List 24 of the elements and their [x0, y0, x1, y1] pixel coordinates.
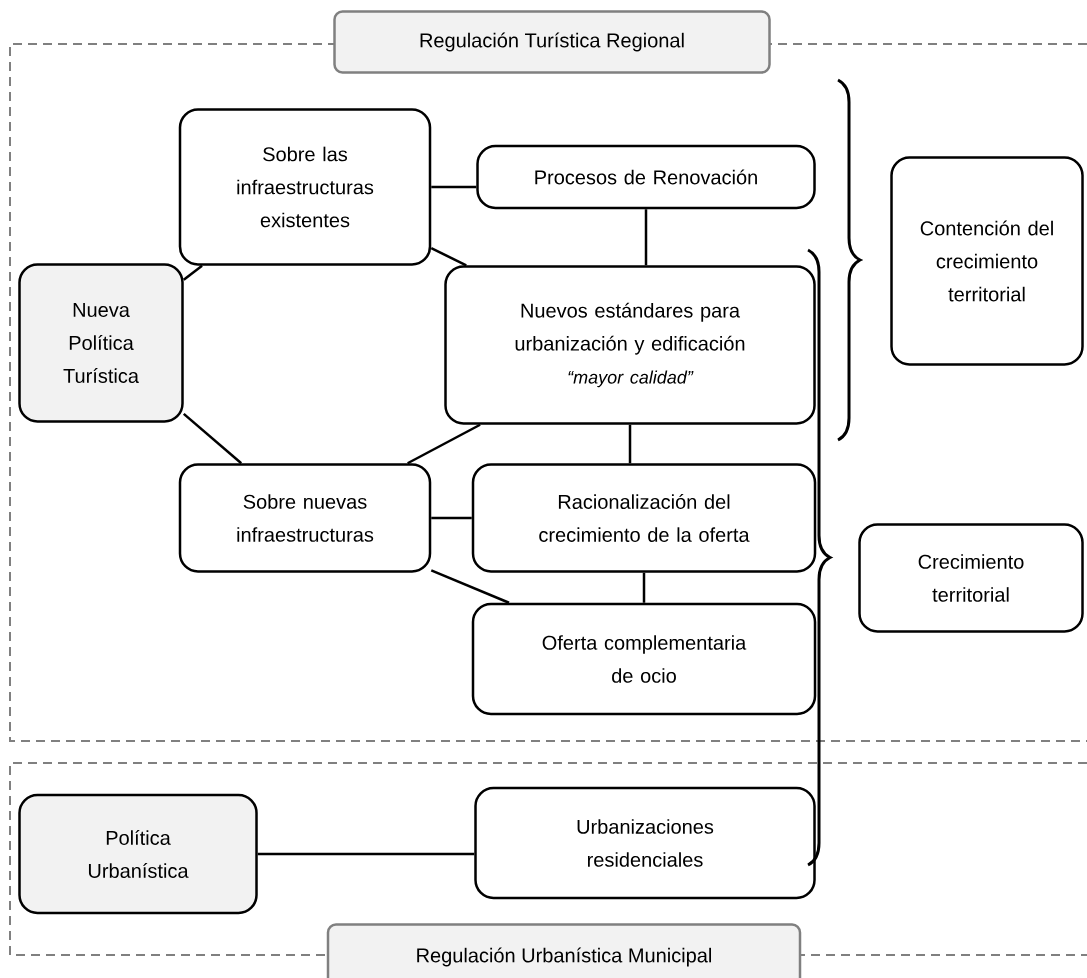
text-box: Crecimiento territorial	[858, 523, 1084, 633]
text-box: Procesos de Renovación	[476, 144, 816, 210]
connector-line	[628, 424, 632, 464]
text-box: Contención del crecimiento territorial	[890, 156, 1084, 366]
connector-line	[257, 852, 475, 856]
connector-line	[644, 209, 648, 266]
connector-line	[642, 572, 646, 603]
text-box: Nuevos estándares para urbanización y edificación “mayor calidad”	[444, 265, 816, 425]
connector-line	[430, 247, 467, 267]
connector-line	[430, 569, 510, 604]
text-box: Sobre las infraestructuras existentes	[178, 108, 432, 266]
text-box: Urbanizaciones residenciales	[474, 786, 816, 900]
text-box: Política Urbanística	[18, 793, 258, 915]
connector-line	[183, 264, 203, 281]
text-box: Nueva Política Turística	[18, 263, 184, 423]
text-box: Oferta complementaria de ocio	[471, 602, 817, 716]
heading-box: Regulación Turística Regional	[333, 10, 771, 74]
text-box: Sobre nuevas infraestructuras	[178, 463, 432, 573]
connector-line	[431, 185, 477, 189]
connector-line	[182, 412, 243, 465]
connector-line	[407, 423, 481, 465]
connector-line	[431, 516, 472, 520]
text-box: Racionalización del crecimiento de la oferta	[471, 463, 817, 573]
heading-box: Regulación Urbanística Municipal	[326, 923, 802, 978]
